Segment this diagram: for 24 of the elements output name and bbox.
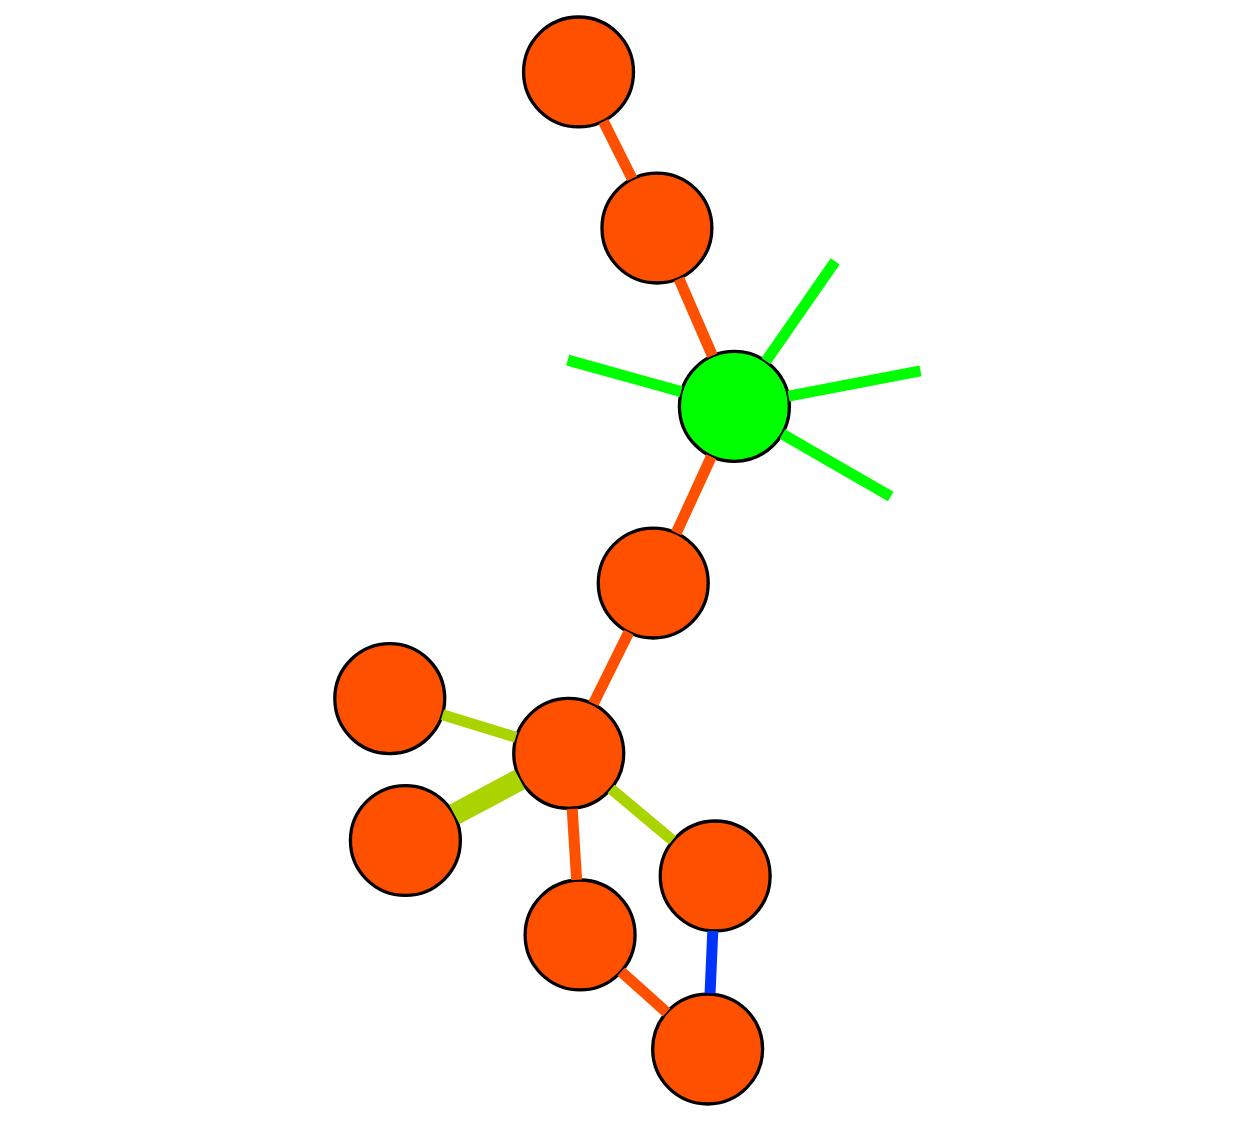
connector (779, 429, 893, 502)
connector (566, 808, 582, 881)
connector (673, 276, 717, 358)
connector (760, 258, 840, 365)
connector (616, 967, 670, 1017)
connector (588, 629, 634, 707)
connector (607, 784, 676, 845)
connector (704, 930, 718, 994)
node-circle (511, 696, 625, 811)
connector (440, 709, 517, 743)
node-circle (348, 783, 462, 898)
node-circle (599, 171, 714, 285)
node-circle (650, 992, 764, 1106)
node-circle (677, 349, 791, 463)
connector (598, 119, 637, 182)
node-circle (596, 526, 710, 640)
connector (448, 769, 525, 825)
node-circle (332, 642, 446, 756)
node-circle (523, 878, 637, 992)
node-circle (521, 15, 635, 129)
connector (670, 454, 716, 536)
connector (565, 354, 683, 397)
connector (786, 365, 922, 402)
node-circle (658, 819, 772, 933)
